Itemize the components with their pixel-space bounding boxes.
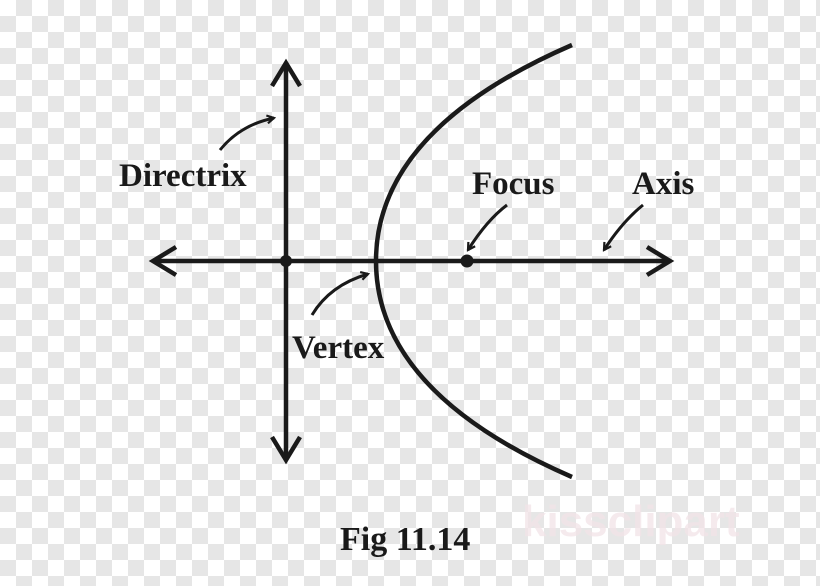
focus-label: Focus [472,166,555,202]
directrix-bottom-arrowhead [270,435,302,465]
focus-pointer-arrow [466,203,508,250]
vertex-pointer-arrow [310,274,368,316]
watermark-text: kissclipart [522,497,740,546]
directrix-label: Directrix [119,158,247,194]
directrix-top-arrowhead [270,58,302,88]
focus-point [460,254,474,268]
directrix-intersection-point [280,255,292,267]
vertex-label: Vertex [292,330,385,366]
axis-label: Axis [632,166,695,202]
axis-left-arrowhead [148,245,178,277]
axis-pointer-arrow [602,203,644,250]
parabola-curve [373,42,573,480]
directrix-pointer-arrow [218,118,274,151]
axis-right-arrowhead [645,245,675,277]
figure-caption: Fig 11.14 [340,521,471,558]
